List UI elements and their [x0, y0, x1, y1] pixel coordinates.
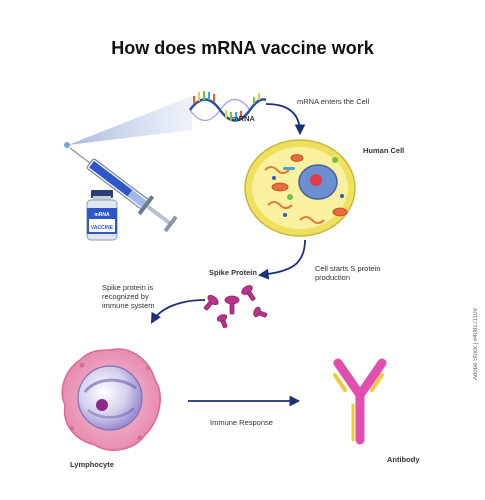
vaccine-vial-icon — [86, 190, 118, 241]
label-mrna-enters: mRNA enters the Cell — [297, 97, 370, 106]
magnification-beam — [68, 96, 192, 145]
arrow-spike-to-lymphocyte — [150, 299, 206, 324]
label-spike-protein: Spike Protein — [209, 268, 257, 277]
vial-bottom-text: VACCINE — [91, 225, 114, 231]
arrow-cell-to-spike — [257, 239, 306, 280]
label-spike-recognized: Spike protein is recognized by immune sy… — [102, 283, 155, 310]
label-immune-response: Immune Response — [210, 418, 273, 427]
syringe-icon — [69, 147, 178, 233]
label-human-cell: Human Cell — [363, 146, 405, 155]
stock-id: Adobe Stock | #408171109 — [473, 308, 479, 380]
arrow-mrna-to-cell — [265, 103, 306, 136]
label-cell-starts: Cell starts S protein production — [315, 264, 381, 282]
label-antibody: Antibody — [387, 455, 420, 464]
antibody-icon — [333, 358, 387, 445]
spike-protein-icon — [203, 285, 268, 329]
lymphocyte-icon — [61, 348, 161, 451]
vial-top-text: mRNA — [94, 212, 110, 218]
human-cell-icon — [244, 139, 356, 237]
page-title: How does mRNA vaccine work — [111, 38, 374, 58]
syringe-drop — [64, 142, 70, 148]
label-lymphocyte: Lymphocyte — [70, 460, 114, 469]
mrna-strand-icon — [188, 91, 267, 122]
label-mrna: mRNA — [232, 114, 255, 123]
